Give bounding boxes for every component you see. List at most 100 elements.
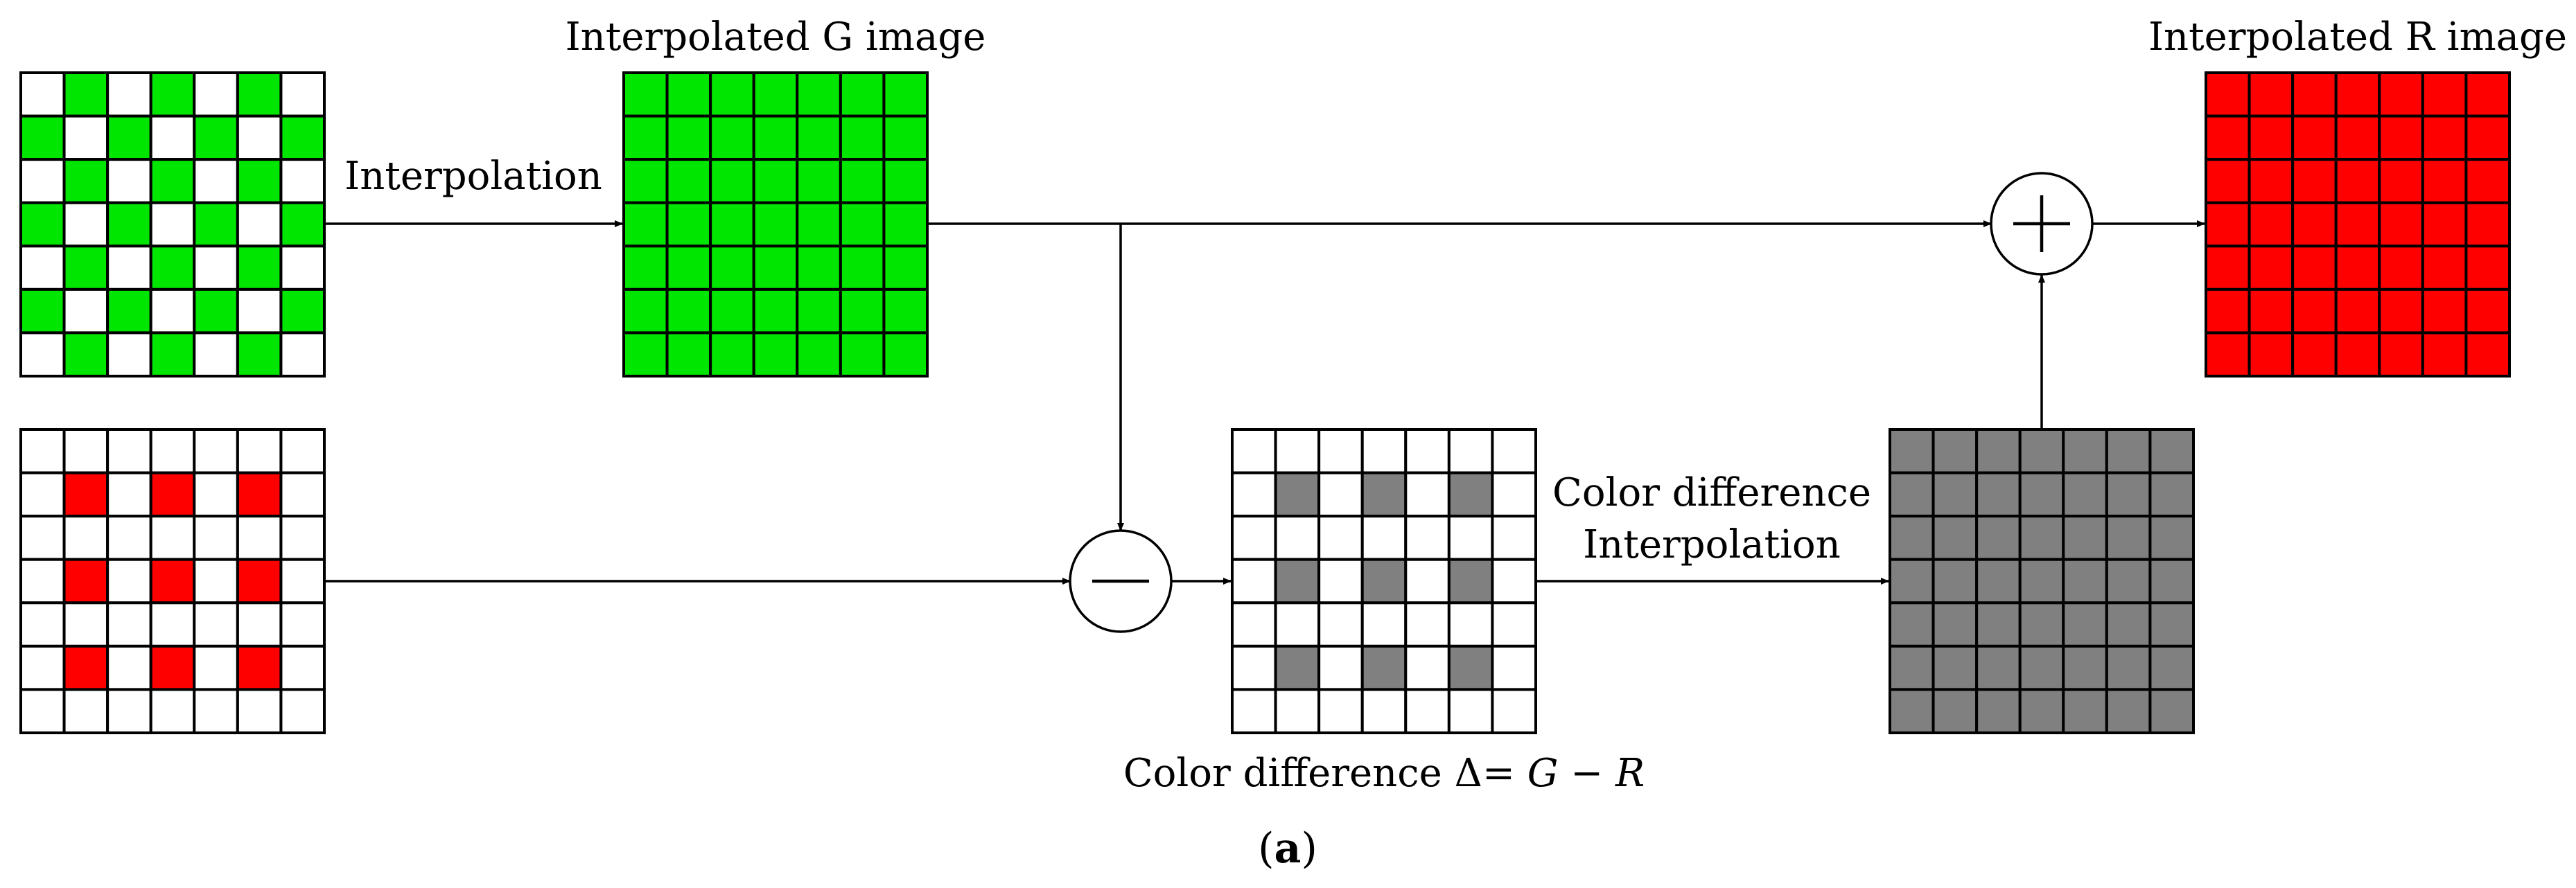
grid-cell — [149, 558, 196, 605]
grid-cell — [882, 201, 929, 248]
grid-cell — [2464, 158, 2511, 204]
grid-cell — [2334, 287, 2381, 335]
grid-cell — [1491, 471, 1537, 518]
grid-cell — [2421, 158, 2468, 204]
grid-cell — [2248, 71, 2295, 118]
grid-cell — [1231, 601, 1277, 648]
grid-cell — [62, 471, 109, 518]
grid-cell — [1231, 688, 1277, 735]
grid-cell — [2421, 331, 2468, 378]
interpolation-label: Interpolation — [344, 154, 602, 199]
grid-cell — [665, 71, 712, 118]
grid-cell — [2105, 644, 2152, 691]
grid-cell — [1274, 515, 1321, 561]
grid-cell — [752, 114, 799, 161]
grid-cell — [1931, 471, 1979, 518]
grid-cell — [2464, 331, 2511, 378]
grid-cell — [882, 71, 929, 118]
grid-cell — [2062, 471, 2108, 518]
grid-cell — [236, 688, 283, 735]
grid-cell — [2334, 114, 2381, 161]
grid-cell — [1360, 601, 1408, 648]
grid-cell — [1491, 601, 1537, 648]
grid-cell — [1231, 428, 1277, 474]
grid-cell — [1317, 515, 1364, 561]
interpolated-g-grid — [622, 71, 929, 378]
grid-cell — [2062, 644, 2108, 691]
grid-cell — [149, 331, 196, 378]
grid-cell — [2464, 71, 2511, 118]
grid-cell — [882, 114, 929, 161]
grid-cell — [1447, 644, 1494, 691]
grid-cell — [882, 158, 929, 204]
grid-cell — [2378, 158, 2424, 204]
grid-cell — [2205, 287, 2251, 335]
grid-cell — [1404, 601, 1451, 648]
grid-cell — [1975, 558, 2022, 605]
grid-cell — [62, 71, 109, 118]
grid-cell — [2148, 471, 2195, 518]
grid-cell — [106, 71, 152, 118]
grid-cell — [622, 245, 669, 291]
grid-cell — [1231, 515, 1277, 561]
interpolated-r-grid — [2205, 71, 2511, 378]
grid-cell — [1404, 644, 1451, 691]
grid-cell — [193, 688, 239, 735]
grid-cell — [106, 644, 152, 691]
grid-cell — [1491, 644, 1537, 691]
grid-cell — [106, 428, 152, 474]
grid-cell — [236, 245, 283, 291]
formula-g: G — [1527, 751, 1559, 796]
interpolated-g-title: Interpolated G image — [566, 15, 986, 60]
grid-cell — [2291, 287, 2338, 335]
grid-cell — [149, 428, 196, 474]
grid-cell — [1491, 428, 1537, 474]
grid-cell — [149, 201, 196, 248]
grid-cell — [2378, 287, 2424, 335]
grid-cell — [2378, 245, 2424, 291]
grid-cell — [19, 331, 66, 378]
grid-cell — [796, 158, 842, 204]
formula-prefix: Color difference Δ= — [1123, 751, 1527, 796]
grid-cell — [149, 114, 196, 161]
grid-cell — [1931, 428, 1979, 474]
grid-cell — [193, 515, 239, 561]
grid-cell — [193, 114, 239, 161]
grid-cell — [236, 114, 283, 161]
grid-cell — [193, 331, 239, 378]
grid-cell — [1360, 471, 1408, 518]
grid-cell — [106, 245, 152, 291]
grid-cell — [236, 471, 283, 518]
grid-cell — [1889, 688, 1935, 735]
grid-cell — [62, 287, 109, 335]
grid-cell — [106, 688, 152, 735]
grid-cell — [1931, 515, 1979, 561]
grid-cell — [149, 245, 196, 291]
grid-cell — [1889, 558, 1935, 605]
figure-caption: (a) — [1258, 824, 1317, 873]
color-difference-grid — [1231, 428, 1537, 735]
grid-cell — [19, 287, 66, 335]
grid-cell — [796, 114, 842, 161]
grid-cell — [2205, 71, 2251, 118]
grid-cell — [2205, 158, 2251, 204]
grid-cell — [1447, 428, 1494, 474]
grid-cell — [1274, 471, 1321, 518]
grid-cell — [1360, 558, 1408, 605]
grid-cell — [106, 331, 152, 378]
grid-cell — [62, 644, 109, 691]
grid-cell — [2334, 71, 2381, 118]
grid-cell — [622, 71, 669, 118]
grid-cell — [665, 158, 712, 204]
grid-cell — [193, 644, 239, 691]
grid-cell — [279, 601, 326, 648]
color-difference-interpolation-line1: Color difference — [1552, 470, 1871, 515]
grid-cell — [149, 644, 196, 691]
grid-cell — [19, 688, 66, 735]
grid-cell — [1889, 644, 1935, 691]
grid-cell — [279, 158, 326, 204]
grid-cell — [839, 245, 886, 291]
grid-cell — [2421, 245, 2468, 291]
grid-cell — [193, 471, 239, 518]
